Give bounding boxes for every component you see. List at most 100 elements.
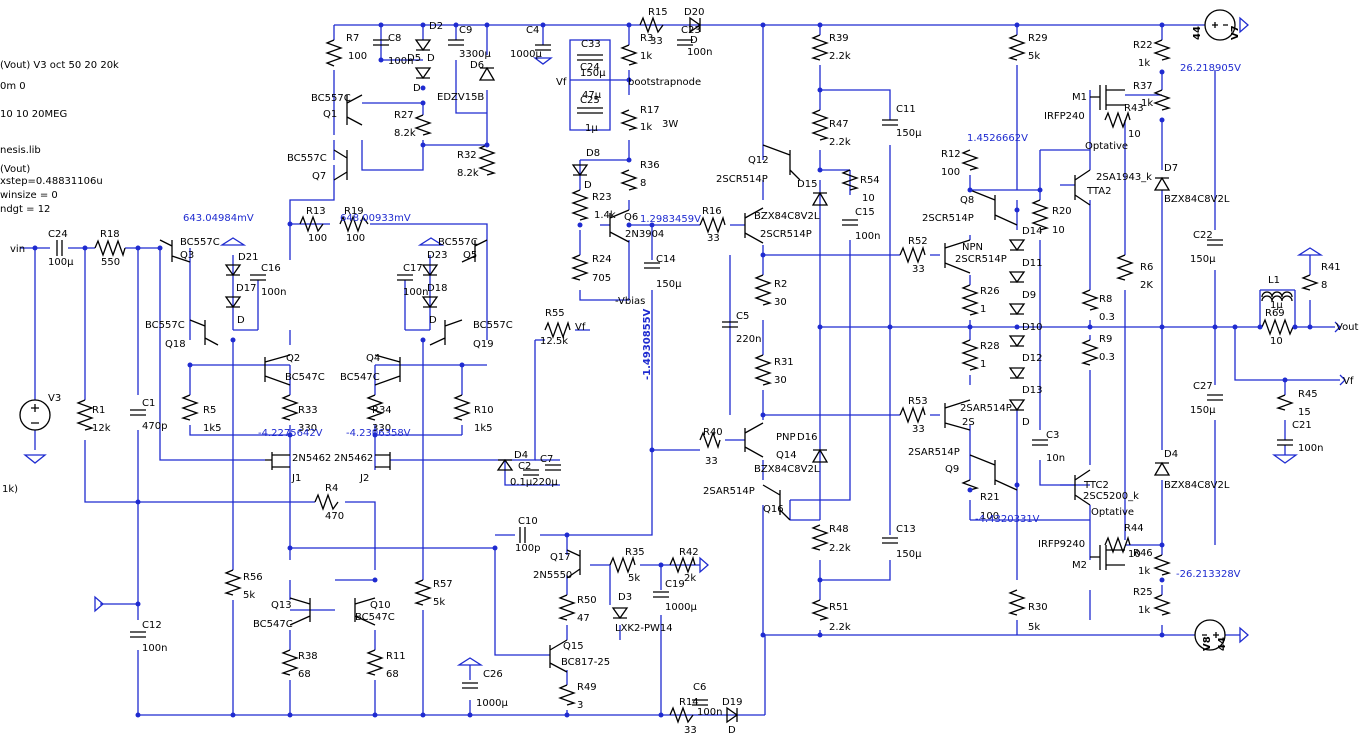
label-edz: EDZV15B xyxy=(437,92,484,103)
label-c24b: C24 xyxy=(580,62,600,73)
resistor-R8 xyxy=(1081,289,1100,311)
label-r13v: 100 xyxy=(308,233,327,244)
label-c19v: 1000µ xyxy=(665,602,697,613)
diode-D20 xyxy=(689,16,702,34)
resistor-R53 xyxy=(899,405,926,424)
label-3w: 3W xyxy=(662,119,678,130)
resistor-R39 xyxy=(810,34,829,61)
capacitor-C4 xyxy=(535,44,551,51)
resistor-R28 xyxy=(961,339,980,371)
label-bzxd4: BZX84C8V2L xyxy=(1164,480,1230,491)
diode-D5 xyxy=(414,67,432,80)
resistor-R27 xyxy=(414,114,433,136)
resistor-R3 xyxy=(620,44,639,66)
resistor-R29 xyxy=(1007,34,1026,61)
directive-s1: (Vout) V3 oct 50 20 20k xyxy=(0,60,119,71)
resistor-R15 xyxy=(639,16,664,34)
capacitor-C24 xyxy=(56,240,63,256)
label-r5: R5 xyxy=(203,405,216,416)
label-c25v: 1µ xyxy=(585,123,598,134)
source-label-v8v: 44 xyxy=(1217,637,1228,651)
resistor-R42 xyxy=(669,555,696,574)
label-r20v: 10 xyxy=(1052,225,1065,236)
node-label-n3: 1.2983459V xyxy=(640,214,701,225)
label-r39: R39 xyxy=(829,33,849,44)
directive-s9: 1k) xyxy=(2,484,18,495)
label-r19v: 100 xyxy=(346,233,365,244)
label-vout: Vout xyxy=(1336,322,1359,333)
label-r4: R4 xyxy=(325,483,338,494)
resistor-R14 xyxy=(669,706,694,724)
label-r15v: 33 xyxy=(650,36,663,47)
label-d12: D12 xyxy=(1022,353,1042,364)
label-r22v: 1k xyxy=(1138,58,1150,69)
label-r11: R11 xyxy=(386,651,406,662)
resistor-R54 xyxy=(841,169,860,191)
label-r15: R15 xyxy=(648,7,668,18)
resistor-R55 xyxy=(544,320,571,339)
capacitor-C16 xyxy=(250,274,266,281)
label-bc817: BC817-25 xyxy=(561,657,610,668)
label-bc547c2: BC547C xyxy=(285,372,325,383)
transistor-Q14 xyxy=(744,422,764,458)
capacitor-C19 xyxy=(653,591,669,598)
label-r17v: 1k xyxy=(640,122,652,133)
resistor-R30 xyxy=(1007,589,1026,616)
label-c8v: 100n xyxy=(388,56,413,67)
label-pnp: PNP xyxy=(776,432,796,443)
label-c23v: 100n xyxy=(687,47,712,58)
label-c24a: 100µ xyxy=(48,257,74,268)
label-r46v: 1k xyxy=(1138,566,1150,577)
label-bc557c7: BC557C xyxy=(287,153,327,164)
node-label-n4: -4.2275642V xyxy=(258,428,323,439)
transistor-Q12 xyxy=(762,144,801,181)
capacitor-C11 xyxy=(882,119,898,126)
label-2n5550: 2N5550 xyxy=(533,570,572,581)
label-c33v: 150µ xyxy=(580,68,606,79)
capacitor-C2 xyxy=(523,469,539,476)
label-d19v: D xyxy=(728,725,736,736)
label-q16: Q16 xyxy=(763,504,784,515)
label-r55: R55 xyxy=(545,308,565,319)
resistor-R34 xyxy=(365,394,384,421)
label-r35v: 5k xyxy=(628,573,640,584)
label-q3: Q3 xyxy=(180,250,194,261)
label-q6p: 2N3904 xyxy=(625,229,664,240)
label-r3v: 1k xyxy=(640,51,652,62)
capacitor-C33 xyxy=(577,54,603,61)
capacitor-C8 xyxy=(373,39,389,46)
label-r69v: 10 xyxy=(1270,336,1283,347)
label-r7: R7 xyxy=(346,33,359,44)
label-c10v: 100p xyxy=(515,543,540,554)
label-tta2: TTA2 xyxy=(1086,186,1111,197)
resistor-R7 xyxy=(325,39,343,67)
label-r44v: 10 xyxy=(1128,549,1141,560)
label-r38: R38 xyxy=(298,651,318,662)
label-c9v: 3300µ xyxy=(459,49,491,60)
label-c14: C14 xyxy=(656,254,676,265)
label-r33: R33 xyxy=(298,405,318,416)
label-r17: R17 xyxy=(640,105,660,116)
label-c25: C25 xyxy=(580,95,600,106)
label-r41: R41 xyxy=(1321,262,1341,273)
directive-s7: winsize = 0 xyxy=(0,190,58,201)
components xyxy=(19,9,1346,724)
label-r19: R19 xyxy=(344,206,364,217)
transistor-Q15 xyxy=(549,639,568,673)
label-c2: C2 xyxy=(518,461,531,472)
label-c26: C26 xyxy=(483,669,503,680)
resistor-R45 xyxy=(1275,394,1294,411)
label-d5: D5 xyxy=(407,53,421,64)
label-r53: R53 xyxy=(908,396,928,407)
source-V8 xyxy=(1194,619,1226,651)
capacitor-C22 xyxy=(1207,239,1223,246)
label-r51v: 2.2k xyxy=(829,622,851,633)
label-d21: D21 xyxy=(238,252,258,263)
label-q13: Q13 xyxy=(271,600,292,611)
label-bc557c19: BC557C xyxy=(473,320,513,331)
label-vbias: -Vbias xyxy=(615,296,645,307)
label-d6: D6 xyxy=(470,60,484,71)
label-r12v: 100 xyxy=(941,167,960,178)
resistor-R43 xyxy=(1104,110,1131,129)
